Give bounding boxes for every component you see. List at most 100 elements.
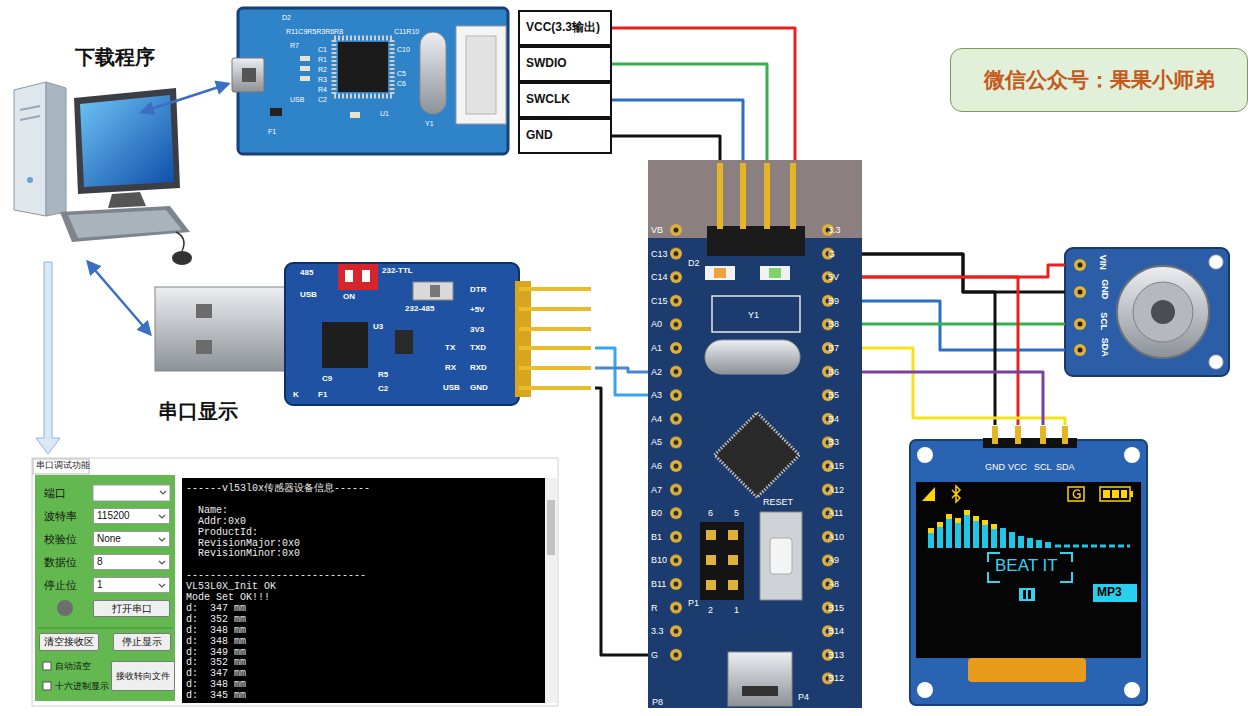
serial-tool-part <box>160 491 166 494</box>
temperature-sensor-part <box>1078 263 1083 268</box>
oled-module-part <box>1124 682 1140 698</box>
wire <box>612 100 743 160</box>
serial-tool-window: 串口调试功能端口波特率校验位数据位停止位自动清空十六进制显示115200None… <box>32 458 558 706</box>
dropdown-arrow <box>159 584 165 587</box>
oled-module-part <box>955 518 961 548</box>
oled-module-part <box>917 682 933 698</box>
silkscreen-text: USB <box>290 96 304 104</box>
stm32-board-part <box>700 522 744 600</box>
stlink-board-part <box>300 66 310 71</box>
stm32-board-part <box>705 266 735 280</box>
stlink-board-part <box>420 32 446 114</box>
dropdown-arrow <box>158 583 166 589</box>
connection-arrow-part <box>142 84 228 112</box>
silkscreen-text: 3V3 <box>470 325 484 334</box>
field-label: 校验位 <box>44 533 77 546</box>
oled-module-part <box>1045 542 1051 548</box>
stm32-board-part <box>760 512 802 600</box>
pin-name: A12 <box>828 485 844 495</box>
dropdown-arrow <box>159 515 165 518</box>
usb-ttl-board <box>155 263 591 405</box>
dropdown-value: 8 <box>97 556 103 568</box>
silkscreen-text: Y1 <box>425 120 434 128</box>
silkscreen-text: R5 <box>378 370 388 379</box>
stlink-board-part <box>338 42 388 92</box>
pin-name: 3.3 <box>828 225 841 235</box>
stm32-board-part <box>648 160 862 708</box>
pin-name: A10 <box>828 532 844 542</box>
button: 停止显示 <box>113 633 171 651</box>
connection-arrow-part <box>36 262 60 454</box>
stm32-board-part <box>742 686 778 696</box>
computer-icon-part <box>176 232 184 251</box>
stm32-board-part <box>770 538 792 574</box>
dropdown-arrow <box>158 514 166 520</box>
dropdown: 8 <box>93 554 170 570</box>
pin-name: R <box>651 603 658 613</box>
silkscreen-text: U3 <box>373 322 383 331</box>
usb-ttl-board-part <box>519 327 591 331</box>
oled-module-part <box>973 516 979 548</box>
computer-icon-part <box>108 192 146 208</box>
usb-ttl-board-part <box>285 263 519 405</box>
caption-label: 串口显示 <box>158 400 238 423</box>
terminal-line: Addr:0x0 <box>198 516 246 528</box>
pin-name: A11 <box>828 508 843 518</box>
temperature-sensor-part <box>1078 348 1083 353</box>
module-text: MP3 <box>1097 586 1122 600</box>
account-name: 微信公众号：果果小师弟 <box>984 68 1215 92</box>
pin-name: 5V <box>828 272 839 282</box>
module-text: BEAT IT <box>995 556 1058 576</box>
pin-name: B9 <box>828 296 839 306</box>
stm32-board-part <box>714 268 726 278</box>
terminal-line: Name: <box>198 505 228 517</box>
field-label: 十六进制显示 <box>55 681 109 691</box>
oled-module-part <box>928 528 934 533</box>
field-label: 停止位 <box>44 579 77 592</box>
pin-name: B4 <box>828 414 839 424</box>
wire <box>595 388 648 655</box>
silkscreen-text: TX <box>445 343 455 352</box>
silkscreen-text: K <box>293 390 299 399</box>
pin-label-box: GND <box>518 118 612 154</box>
oled-module-part <box>1000 528 1006 548</box>
terminal-line: d: 347 mm <box>186 603 246 615</box>
pin-label: SWDIO <box>526 57 567 71</box>
terminal-line: ProductId: <box>198 527 258 539</box>
terminal-line: d: 348 mm <box>186 625 246 637</box>
oled-module-part <box>917 447 933 463</box>
oled-module-part <box>982 520 988 525</box>
field-label: 波特率 <box>44 510 77 523</box>
oled-module-part <box>946 514 952 548</box>
pin-name: A15 <box>828 461 844 471</box>
stm32-board-part <box>769 268 781 278</box>
oled-module-part <box>1100 487 1130 501</box>
computer-icon-part <box>27 177 33 183</box>
pin-name: A2 <box>651 367 662 377</box>
oled-module-part <box>910 440 1147 705</box>
oled-module-part <box>1055 545 1130 548</box>
silkscreen-text: TXD <box>470 343 486 352</box>
pin-name: A6 <box>651 461 662 471</box>
oled-module-part <box>1121 490 1127 498</box>
temperature-sensor-part <box>1074 286 1086 298</box>
oled-module-part <box>1073 490 1080 498</box>
wire <box>612 136 720 160</box>
stm32-board-part <box>790 163 796 229</box>
stm32-board-part <box>706 580 716 590</box>
silkscreen-text: RXD <box>470 363 487 372</box>
pin-label: VCC(3.3输出) <box>526 21 600 35</box>
pin-label-box: SWCLK <box>518 82 612 118</box>
terminal-line: d: 345 mm <box>186 690 246 702</box>
dropdown-value: None <box>97 533 121 545</box>
terminal-line: d: 348 mm <box>186 636 246 648</box>
pin-name: P4 <box>798 692 809 702</box>
oled-module-part <box>1023 590 1026 599</box>
oled-module-part <box>988 553 1072 582</box>
pin-name: RESET <box>763 497 793 507</box>
wire <box>595 348 648 395</box>
silkscreen-text: 485 <box>300 268 313 277</box>
stlink-board <box>232 8 508 154</box>
dropdown-arrow <box>159 561 165 564</box>
